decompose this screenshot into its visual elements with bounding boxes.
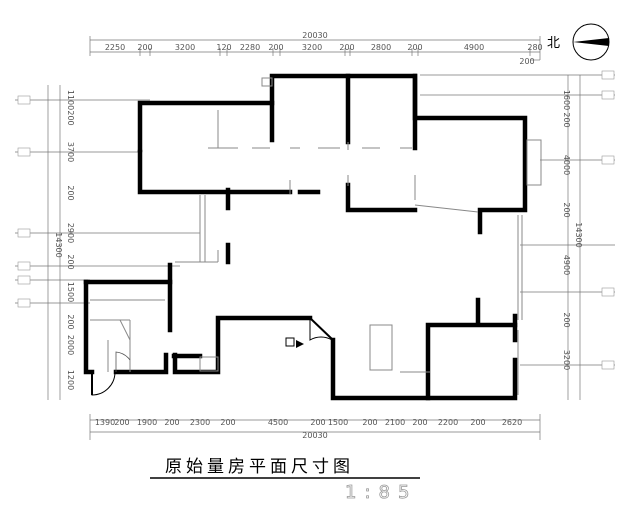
right-dim: 200: [562, 312, 571, 327]
bottom-dim: 200: [362, 418, 377, 427]
entry-marker-icon: [285, 337, 304, 348]
right-dim: 3200: [562, 350, 571, 370]
left-dim: 200: [66, 110, 75, 125]
bottom-dim: 200: [470, 418, 485, 427]
top-dim: 2250: [105, 43, 125, 52]
title-block: 原始量房平面尺寸图 1:85: [150, 457, 420, 503]
top-dim: 200: [268, 43, 283, 52]
walls: [83, 73, 528, 401]
drawing-scale: 1:85: [345, 482, 417, 503]
left-dim: 1100: [66, 90, 75, 110]
bottom-dim: 200: [310, 418, 325, 427]
left-dim: 200: [66, 254, 75, 269]
left-dim: 2900: [66, 223, 75, 243]
bottom-dim: 4500: [268, 418, 288, 427]
left-dim: 1200: [66, 370, 75, 390]
right-dim: 200: [562, 112, 571, 127]
bottom-dim: 200: [114, 418, 129, 427]
top-dim: 200: [407, 43, 422, 52]
top-total-dim: 20030: [302, 31, 327, 40]
top-dim: 200: [137, 43, 152, 52]
left-dim: 200: [66, 314, 75, 329]
bottom-dim: 2100: [385, 418, 405, 427]
top-dim: 200: [339, 43, 354, 52]
top-dim: 280: [527, 43, 542, 52]
bottom-dim: 2300: [190, 418, 210, 427]
top-dim: 2280: [240, 43, 260, 52]
left-dim: 200: [66, 185, 75, 200]
top-dim-extra: 200: [519, 57, 534, 66]
bottom-dimensions: 1390 200 1900 200 2300 200 4500 200 1500…: [89, 414, 541, 440]
bottom-dim: 1390: [95, 418, 115, 427]
bottom-dim: 200: [220, 418, 235, 427]
bottom-dim: 200: [412, 418, 427, 427]
right-dim: 200: [562, 202, 571, 217]
bottom-dim: 1500: [328, 418, 348, 427]
right-total-dim: 14300: [574, 222, 583, 247]
bottom-total-dim: 20030: [302, 431, 327, 440]
left-dim: 1500: [66, 282, 75, 302]
left-total-dim: 14300: [54, 232, 63, 257]
north-label: 北: [547, 36, 560, 51]
bottom-dim: 2620: [502, 418, 522, 427]
top-dim: 3200: [175, 43, 195, 52]
bottom-dim: 1900: [137, 418, 157, 427]
right-dimensions: 1600 200 4000 200 4900 200 3200 14300: [420, 70, 615, 400]
top-dim: 120: [216, 43, 231, 52]
partitions: [90, 77, 542, 395]
bottom-dim: 2200: [438, 418, 458, 427]
left-dimensions: 1100 200 3700 200 2900 200 1500 200 2000…: [15, 85, 200, 400]
bottom-dim: 200: [164, 418, 179, 427]
right-dim: 4900: [562, 255, 571, 275]
right-dim: 4000: [562, 155, 571, 175]
left-dim: 2000: [66, 335, 75, 355]
left-dim: 3700: [66, 142, 75, 162]
top-dim: 2800: [371, 43, 391, 52]
north-arrow: 北: [547, 23, 610, 61]
top-dim: 4900: [464, 43, 484, 52]
top-dimensions: 20030 2250 200 3200 120 2280 200 3200 20…: [89, 31, 543, 66]
top-dim: 3200: [302, 43, 322, 52]
door-swings: [91, 317, 334, 396]
right-dim: 1600: [562, 90, 571, 110]
drawing-title: 原始量房平面尺寸图: [165, 457, 354, 477]
